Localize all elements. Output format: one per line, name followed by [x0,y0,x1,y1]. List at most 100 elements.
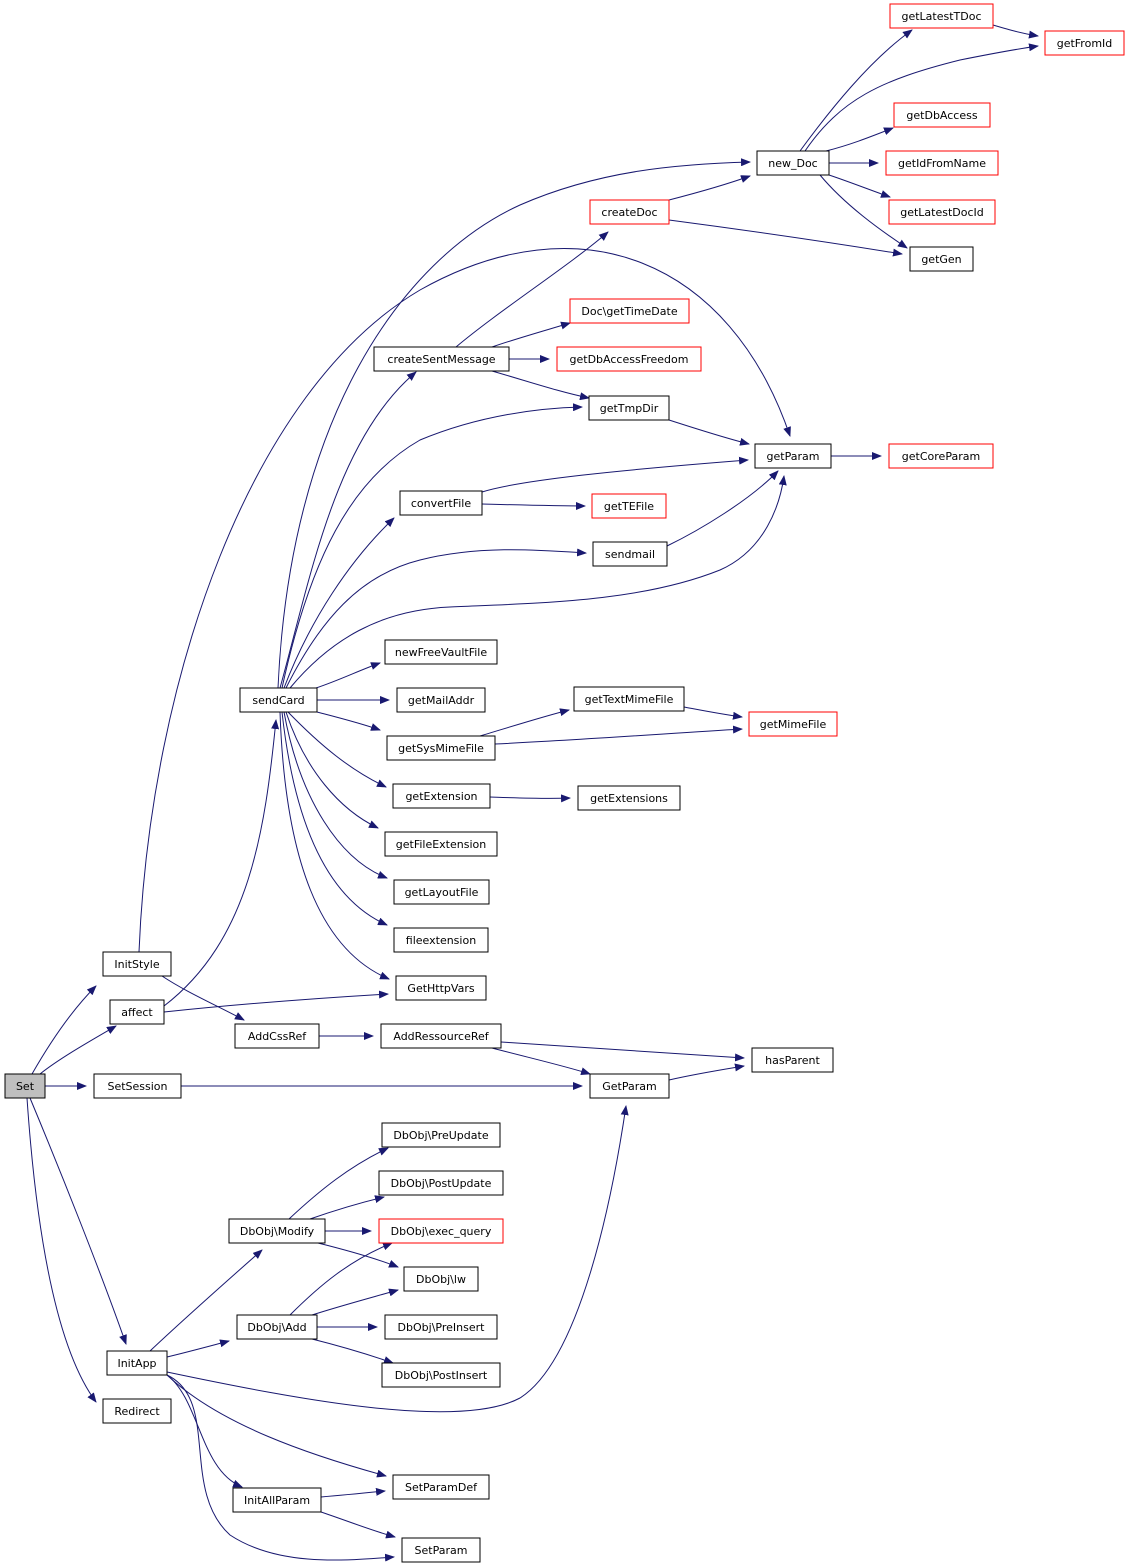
node-box [592,541,668,567]
node-box [403,1266,479,1292]
node-getLatestTDoc[interactable]: getLatestTDoc [889,3,994,29]
node-getExtensions[interactable]: getExtensions [577,785,681,811]
edge-sendmail-to-getParam [666,470,779,547]
node-label: createDoc [601,206,657,219]
node-getCoreParam[interactable]: getCoreParam [888,443,994,469]
node-getLatestDocId[interactable]: getLatestDocId [888,199,996,225]
node-layer: Set InitStyle affectSetSessionInitAppRedir… [4,3,1125,1563]
edge-sendCard-to-getLayoutFile [283,711,388,879]
node-getMimeFile[interactable]: getMimeFile [748,711,838,737]
node-label: InitStyle [114,958,159,971]
node-convertFile[interactable]: convertFile [399,490,483,516]
node-label: hasParent [765,1054,820,1067]
edge-AddRessourceRef-to-hasParent [500,1041,745,1062]
node-label: getFileExtension [396,838,486,851]
node-getGen[interactable]: getGen [909,246,974,272]
node-box [573,686,685,712]
node-SetParamDef[interactable]: SetParamDef [392,1474,490,1500]
node-DbObjPostInsert[interactable]: DbObj\PostInsert [381,1362,501,1388]
node-box [393,927,489,953]
node-affect[interactable]: affect [109,999,165,1025]
node-SetSession[interactable]: SetSession [93,1073,182,1099]
node-box [556,346,702,372]
node-DbObjPreInsert[interactable]: DbObj\PreInsert [384,1314,498,1340]
node-label: createSentMessage [387,353,495,366]
node-Redirect[interactable]: Redirect [102,1398,172,1424]
node-label: getTextMimeFile [585,693,674,706]
node-getExtension[interactable]: getExtension [392,783,491,809]
node-getTextMimeFile[interactable]: getTextMimeFile [573,686,685,712]
node-InitAllParam[interactable]: InitAllParam [232,1487,322,1513]
node-label: getExtensions [590,792,668,805]
node-AddCssRef[interactable]: AddCssRef [234,1023,320,1049]
node-InitStyle[interactable]: InitStyle [102,951,172,977]
edge-layer [26,24,1039,1562]
edge-getSysMimeFile-to-getTextMimeFile [479,708,570,737]
node-getMailAddr[interactable]: getMailAddr [396,687,486,713]
node-label: affect [121,1006,153,1019]
edge-DbObjModify-to-DbObjPreUpdate [288,1147,389,1220]
node-sendCard[interactable]: sendCard [239,687,318,713]
node-box [93,1073,182,1099]
node-DbObjPostUpdate[interactable]: DbObj\PostUpdate [378,1170,504,1196]
node-GetParam[interactable]: GetParam [589,1073,670,1099]
node-getSysMimeFile[interactable]: getSysMimeFile [386,735,496,761]
node-getDbAccess[interactable]: getDbAccess [893,102,991,128]
node-box [384,639,498,665]
node-label: InitApp [117,1357,156,1370]
edge-createDoc-to-new_Doc [668,175,751,201]
edge-GetParam-to-hasParent [668,1063,745,1081]
node-InitApp[interactable]: InitApp [106,1350,168,1376]
node-newFreeVaultFile[interactable]: newFreeVaultFile [384,639,498,665]
edge-Set-to-InitStyle [31,985,97,1075]
node-box [589,1073,670,1099]
node-getFileExtension[interactable]: getFileExtension [384,831,498,857]
node-createDoc[interactable]: createDoc [589,199,670,225]
node-DbObjLw[interactable]: DbObj\lw [403,1266,479,1292]
node-box [889,3,994,29]
edge-InitApp-to-InitAllParam [166,1374,243,1488]
node-DbObjPreUpdate[interactable]: DbObj\PreUpdate [381,1122,501,1148]
node-DocGetTimeDate[interactable]: Doc\getTimeDate [569,298,690,324]
node-GetHttpVars[interactable]: GetHttpVars [395,975,487,1001]
node-fileextension[interactable]: fileextension [393,927,489,953]
node-label: DbObj\PostUpdate [391,1177,492,1190]
node-AddRessourceRef[interactable]: AddRessourceRef [380,1023,502,1049]
node-getIdFromName[interactable]: getIdFromName [885,150,999,176]
edge-InitAllParam-to-SetParamDef [320,1487,386,1498]
edge-convertFile-to-getTEFile [481,501,586,510]
edge-new_Doc-to-getFromId [804,43,1039,152]
node-Set[interactable]: Set [4,1073,46,1099]
node-getParam[interactable]: getParam [754,443,832,469]
node-box [885,150,999,176]
node-hasParent[interactable]: hasParent [751,1047,834,1073]
edge-getLatestTDoc-to-getFromId [992,24,1039,39]
node-SetParam[interactable]: SetParam [401,1537,481,1563]
node-getLayoutFile[interactable]: getLayoutFile [393,879,490,905]
edge-new_Doc-to-getDbAccess [825,127,894,152]
node-box [234,1023,320,1049]
node-label: convertFile [411,497,472,510]
node-getTEFile[interactable]: getTEFile [591,493,667,519]
edge-DbObjModify-to-DbObjPostUpdate [309,1195,385,1220]
edge-affect-to-sendCard [163,719,280,1007]
node-label: Doc\getTimeDate [581,305,677,318]
edge-InitStyle-to-AddCssRef [161,975,245,1021]
node-getFromId[interactable]: getFromId [1044,30,1125,56]
node-createSentMessage[interactable]: createSentMessage [373,346,510,372]
node-label: getExtension [405,790,477,803]
node-getDbAccessFreedom[interactable]: getDbAccessFreedom [556,346,702,372]
node-sendmail[interactable]: sendmail [592,541,668,567]
node-box [378,1218,504,1244]
node-DbObjExecQuery[interactable]: DbObj\exec_query [378,1218,504,1244]
node-label: SetParamDef [405,1481,478,1494]
edge-Set-to-Redirect [26,1097,97,1403]
node-new_Doc[interactable]: new_Doc [756,150,830,176]
node-box [102,951,172,977]
node-DbObjModify[interactable]: DbObj\Modify [228,1218,326,1244]
node-DbObjAdd[interactable]: DbObj\Add [236,1314,318,1340]
node-getTmpDir[interactable]: getTmpDir [588,395,670,421]
node-box [236,1314,318,1340]
edge-InitApp-to-SetParamDef [166,1374,387,1478]
